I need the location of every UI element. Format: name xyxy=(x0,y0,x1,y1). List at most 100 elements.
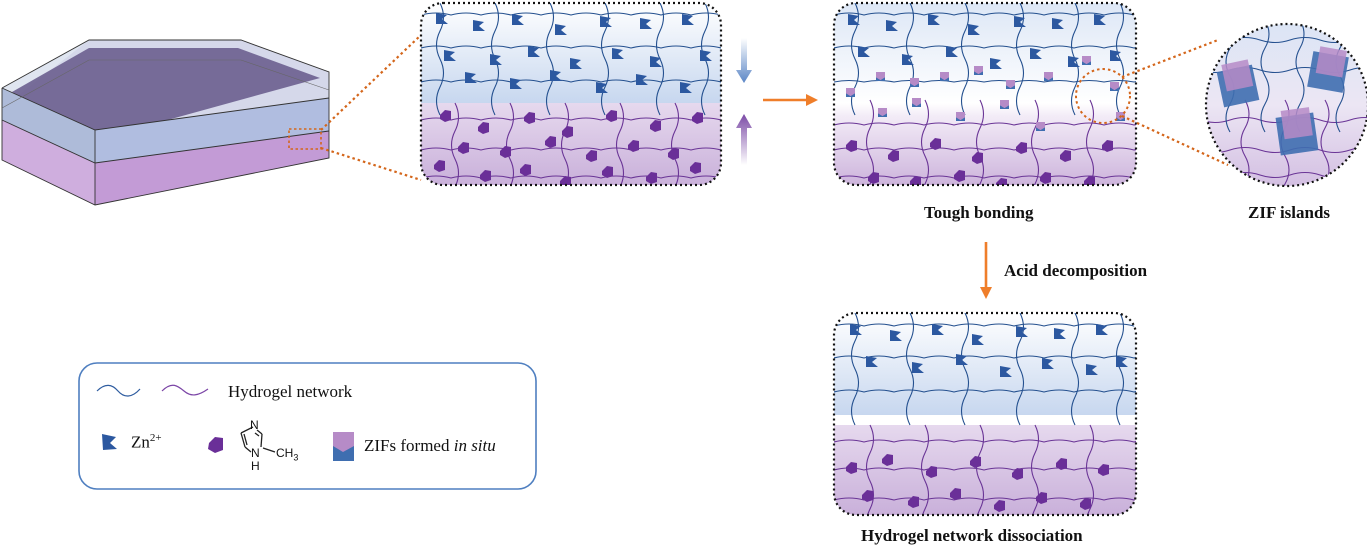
zif-island-pink xyxy=(1315,46,1347,78)
imidazole-marker xyxy=(910,176,921,185)
acid-decomposition-label: Acid decomposition xyxy=(1004,261,1148,280)
zn-ion-marker xyxy=(1000,366,1012,377)
zif-crystal-base xyxy=(878,113,887,117)
zoom-connector-lines xyxy=(320,34,422,182)
zif-crystal-base xyxy=(876,77,885,81)
imidazole-marker xyxy=(926,466,937,478)
zif-islands-label: ZIF islands xyxy=(1248,203,1331,222)
zif-crystal xyxy=(876,72,885,81)
zif-crystal-icon xyxy=(333,432,354,461)
zif-island xyxy=(1216,59,1260,108)
zn-ion-marker xyxy=(1016,326,1028,337)
zn-ion-marker xyxy=(512,14,524,25)
imidazole-marker xyxy=(1098,464,1109,476)
imidazole-marker xyxy=(868,172,879,184)
network-strand xyxy=(600,3,610,116)
network-strand xyxy=(421,45,721,49)
network-strand xyxy=(975,424,985,515)
legend-hydrogel-network-text: Hydrogel network xyxy=(228,382,353,401)
zif-crystal-base xyxy=(1116,117,1125,121)
legend-zn-text: Zn2+ xyxy=(131,432,162,453)
network-strand xyxy=(834,497,1136,501)
zn-ion-marker xyxy=(596,82,608,93)
imidazole-marker xyxy=(994,500,1005,512)
zn-ion-marker xyxy=(932,324,944,335)
network-strand xyxy=(615,102,625,185)
network-strand xyxy=(1115,313,1125,426)
imidazole-n-label: N xyxy=(250,418,259,432)
zif-island xyxy=(1307,46,1349,93)
imidazole-marker xyxy=(846,140,857,152)
zif-crystal xyxy=(910,78,919,87)
zn-ion-marker xyxy=(956,354,968,365)
network-strand xyxy=(1030,424,1040,515)
zif-crystal xyxy=(940,72,949,81)
imidazole-marker xyxy=(545,136,556,148)
hydrogel-network-dissociation-label: Hydrogel network dissociation xyxy=(861,526,1083,545)
network-strand xyxy=(960,3,970,116)
zif-crystal-base xyxy=(1036,127,1045,131)
network-strand xyxy=(421,117,721,121)
network-strand xyxy=(905,313,915,426)
network-strand xyxy=(1240,99,1250,186)
zif-crystal-base xyxy=(940,77,949,81)
zn-ion-marker xyxy=(1014,16,1026,27)
zif-island-pink xyxy=(1280,107,1313,140)
imidazole-marker xyxy=(520,164,531,176)
zif-crystal xyxy=(1082,56,1091,65)
zn-ion-marker xyxy=(972,334,984,345)
imidazole-marker-icon xyxy=(208,437,223,453)
zn-ion-marker xyxy=(866,356,878,367)
zif-crystal-base xyxy=(912,103,921,107)
imidazole-marker xyxy=(972,152,983,164)
ch3-subscript: 3 xyxy=(293,452,299,463)
zn-ion-marker xyxy=(886,20,898,31)
zn-ion-marker xyxy=(636,74,648,85)
imidazole-marker xyxy=(690,162,701,174)
zn-ion-marker xyxy=(473,20,485,31)
zif-crystal-base xyxy=(1044,77,1053,81)
methylimidazole-structure-icon xyxy=(240,426,276,453)
down-arrow-icon xyxy=(736,38,752,83)
imidazole-marker xyxy=(602,166,613,178)
network-strand xyxy=(865,424,875,515)
network-strand xyxy=(1085,99,1095,185)
zif-island xyxy=(1275,107,1319,156)
zn-ion-marker xyxy=(570,58,582,69)
zn-ion-marker xyxy=(444,50,456,61)
network-strand xyxy=(905,3,915,116)
zif-crystal xyxy=(912,98,921,107)
zn-ion-marker xyxy=(465,72,477,83)
zif-crystal-base xyxy=(846,93,855,97)
zif-crystal xyxy=(974,66,983,75)
zoom-circle-marker xyxy=(1075,68,1131,124)
zif-crystal xyxy=(1000,100,1009,109)
zn-ion-marker xyxy=(858,46,870,57)
zn-ion-marker xyxy=(1094,14,1106,25)
zif-crystal xyxy=(878,108,887,117)
zn-ion-marker xyxy=(1030,48,1042,59)
panel-dissociation xyxy=(832,311,1138,517)
zifs-formed-text: ZIFs formed xyxy=(364,436,454,455)
zn-ion-marker xyxy=(1096,324,1108,335)
zn-ion-marker xyxy=(968,24,980,35)
network-strand xyxy=(834,355,1136,359)
ch-text: CH xyxy=(276,446,294,460)
imidazole-marker xyxy=(930,138,941,150)
imidazole-marker xyxy=(1040,172,1051,184)
imidazole-marker xyxy=(480,170,491,182)
imidazole-marker xyxy=(458,142,469,154)
zif-crystal xyxy=(846,88,855,97)
zn-ion-marker xyxy=(890,330,902,341)
network-strand xyxy=(960,313,970,426)
zif-crystal xyxy=(956,112,965,121)
network-strand xyxy=(421,12,721,16)
zoom-region-box xyxy=(288,128,322,150)
imidazole-marker xyxy=(524,112,535,124)
imidazole-marker xyxy=(950,488,961,500)
panel-tough-bonding xyxy=(832,1,1138,187)
zn-ion-marker xyxy=(510,78,522,89)
imidazole-nh-label: N xyxy=(251,446,260,460)
network-strand xyxy=(834,389,1136,393)
